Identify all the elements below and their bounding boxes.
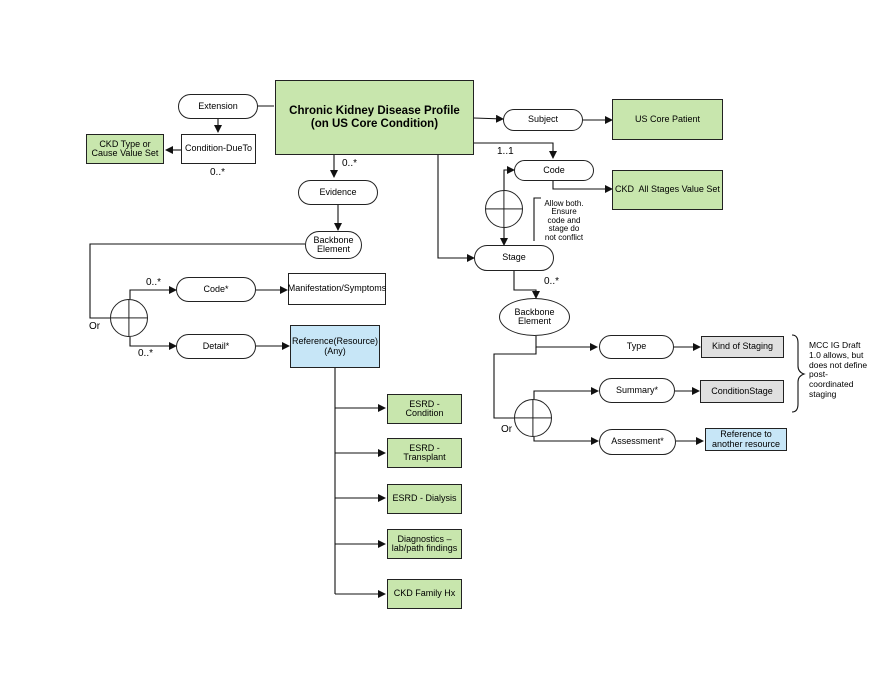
- edge-stage-backbone: [513, 271, 540, 299]
- choice-code-stage-symbol: [485, 190, 523, 228]
- reference-resource-any-label: Reference(Resource) (Any): [291, 336, 379, 356]
- edge-main-subject: [473, 114, 504, 123]
- kind-of-staging-node[interactable]: Kind of Staging: [701, 336, 784, 358]
- or-label-left: Or: [89, 321, 101, 332]
- ckd-type-value-set-label: CKD Type or Cause Value Set: [91, 138, 159, 158]
- edge-backbone-or-right: [493, 347, 537, 419]
- allow-both-note: Allow both. Ensure code and stage do not…: [544, 199, 584, 242]
- diagnostics-label: Diagnostics – lab/path findings: [391, 533, 458, 553]
- subject-label: Subject: [527, 114, 559, 125]
- evidence-node[interactable]: Evidence: [298, 180, 378, 205]
- ckd-profile-node[interactable]: Chronic Kidney Disease Profile (on US Co…: [275, 80, 474, 155]
- backbone-element-evidence-label: Backbone Element: [313, 234, 354, 254]
- kind-of-staging-label: Kind of Staging: [711, 341, 774, 352]
- edge-or-code-star: [129, 286, 177, 299]
- manifestation-symptoms-node[interactable]: Manifestation/Symptoms: [288, 273, 386, 305]
- us-core-patient-label: US Core Patient: [634, 113, 701, 124]
- stage-node[interactable]: Stage: [474, 245, 554, 271]
- choice-or-evidence-symbol: [110, 299, 148, 337]
- manifestation-symptoms-label: Manifestation/Symptoms: [287, 283, 387, 294]
- edge-or-detail-star: [129, 337, 177, 350]
- backbone-element-stage-node[interactable]: Backbone Element: [499, 298, 570, 336]
- type-node[interactable]: Type: [599, 335, 674, 359]
- ckd-profile-label: Chronic Kidney Disease Profile (on US Co…: [289, 105, 460, 130]
- summary-star-label: Summary*: [615, 384, 658, 395]
- backbone-element-evidence-node[interactable]: Backbone Element: [305, 231, 362, 259]
- esrd-dialysis-node[interactable]: ESRD - Dialysis: [387, 484, 462, 514]
- us-core-patient-node[interactable]: US Core Patient: [612, 99, 723, 140]
- cardinality-detail: 0..*: [138, 348, 154, 359]
- edge-main-code: [474, 142, 557, 159]
- esrd-dialysis-label: ESRD - Dialysis: [392, 493, 457, 504]
- cardinality-code: 1..1: [497, 146, 514, 157]
- esrd-condition-label: ESRD - Condition: [405, 398, 444, 418]
- note-brace: [791, 334, 806, 413]
- ckd-type-value-set-node[interactable]: CKD Type or Cause Value Set: [86, 134, 164, 164]
- edge-or-assessment: [533, 437, 599, 445]
- extension-node[interactable]: Extension: [178, 94, 258, 119]
- detail-star-label: Detail*: [202, 340, 230, 351]
- backbone-element-stage-label: Backbone Element: [514, 306, 555, 326]
- esrd-transplant-node[interactable]: ESRD - Transplant: [387, 438, 462, 468]
- assessment-star-label: Assessment*: [611, 436, 664, 447]
- edge-or-summary: [533, 387, 599, 399]
- condition-due-to-node[interactable]: Condition-DueTo: [181, 134, 256, 164]
- reference-to-another-resource-label: Reference to another resource: [711, 429, 781, 449]
- reference-to-another-resource-node[interactable]: Reference to another resource: [705, 428, 787, 451]
- code-label: Code: [543, 164, 565, 175]
- condition-stage-label: ConditionStage: [711, 385, 773, 396]
- ckd-family-hx-node[interactable]: CKD Family Hx: [387, 579, 462, 609]
- note-bracket: [533, 197, 541, 241]
- condition-stage-node[interactable]: ConditionStage: [700, 380, 784, 403]
- assessment-star-node[interactable]: Assessment*: [599, 429, 676, 455]
- summary-star-node[interactable]: Summary*: [599, 378, 675, 403]
- detail-star-node[interactable]: Detail*: [176, 334, 256, 359]
- code-star-label: Code*: [203, 283, 229, 294]
- edge-backbone-type: [535, 336, 598, 351]
- type-label: Type: [626, 341, 647, 352]
- reference-resource-any-node[interactable]: Reference(Resource) (Any): [290, 325, 380, 368]
- choice-or-stage-symbol: [514, 399, 552, 437]
- ckd-all-stages-value-set-label: CKD All Stages Value Set: [615, 184, 720, 195]
- esrd-condition-node[interactable]: ESRD - Condition: [387, 394, 462, 424]
- cardinality-extension: 0..*: [210, 167, 226, 178]
- extension-label: Extension: [198, 100, 238, 111]
- code-star-node[interactable]: Code*: [176, 277, 256, 302]
- diagnostics-node[interactable]: Diagnostics – lab/path findings: [387, 529, 462, 559]
- ckd-all-stages-value-set-node[interactable]: CKD All Stages Value Set: [612, 170, 723, 210]
- mcc-ig-note: MCC IG Draft 1.0 allows, but does not de…: [809, 340, 868, 399]
- subject-node[interactable]: Subject: [503, 109, 583, 131]
- stage-label: Stage: [502, 252, 526, 263]
- or-label-right: Or: [501, 424, 513, 435]
- evidence-label: Evidence: [319, 186, 357, 197]
- cardinality-stage: 0..*: [544, 276, 560, 287]
- edge-code-valueset: [552, 180, 613, 193]
- cardinality-code-star: 0..*: [146, 277, 162, 288]
- condition-due-to-label: Condition-DueTo: [184, 143, 253, 154]
- edge-or-top-code: [503, 166, 515, 190]
- cardinality-evidence: 0..*: [342, 158, 358, 169]
- ckd-family-hx-label: CKD Family Hx: [393, 588, 456, 599]
- code-node[interactable]: Code: [514, 160, 594, 181]
- edge-backbone-or-left: [89, 243, 305, 319]
- edge-main-stage: [437, 155, 475, 262]
- esrd-transplant-label: ESRD - Transplant: [403, 442, 446, 462]
